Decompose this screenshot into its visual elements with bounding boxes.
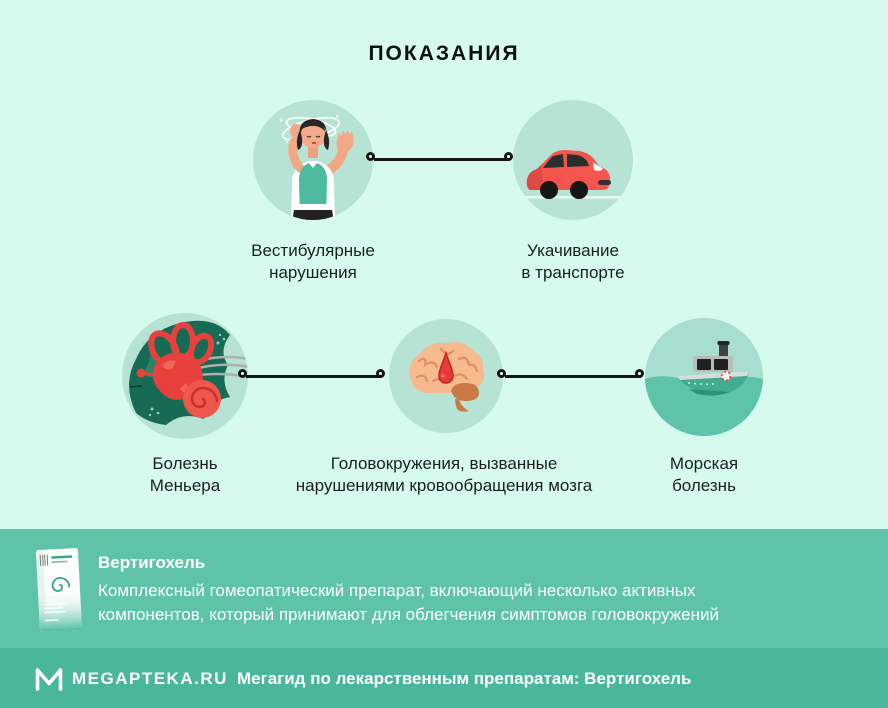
car-icon: [513, 100, 633, 220]
indication-label-circulation: Головокружения, вызванные нарушениями кр…: [295, 454, 593, 495]
indication-label-vestibular: Вестибулярные нарушения: [251, 241, 375, 282]
connector-node: [366, 152, 375, 161]
connector-line: [246, 375, 382, 378]
brain-icon: [389, 319, 503, 433]
indication-label-seasickness: Морская болезнь: [669, 454, 739, 495]
connector-node: [635, 369, 644, 378]
indication-figure-seasickness: [645, 318, 763, 436]
product-name: Вертигохель: [98, 553, 206, 572]
connector-node: [497, 369, 506, 378]
indication-figure-circulation: [389, 319, 503, 433]
indication-figure-vestibular: [253, 100, 373, 220]
product-band: Вертигохель Комплексный гомеопатический …: [0, 529, 888, 648]
dizzy-woman-icon: [253, 100, 373, 220]
connector-node: [238, 369, 247, 378]
connector-node: [376, 369, 385, 378]
indication-label-meniere: Болезнь Меньера: [149, 454, 221, 495]
connector-line: [505, 375, 641, 378]
indication-label-transport: Укачивание в транспорте: [521, 241, 625, 282]
ship-icon: [645, 318, 763, 436]
indication-figure-transport: [513, 100, 633, 220]
inner-ear-icon: [122, 313, 248, 439]
medicine-box-icon: [30, 545, 88, 640]
brand-name: MEGAPTEKA.RU: [72, 669, 228, 688]
indication-figure-meniere: [122, 313, 248, 439]
connector-node: [504, 152, 513, 161]
page-title: ПОКАЗАНИЯ: [368, 42, 520, 65]
footer-caption: Мегагид по лекарственным препаратам: Вер…: [237, 669, 692, 688]
connector-line: [374, 158, 510, 161]
footer-bar: MEGAPTEKA.RU Мегагид по лекарственным пр…: [0, 648, 888, 708]
product-description: Комплексный гомеопатический препарат, вк…: [98, 581, 720, 624]
megapteka-m-icon: [32, 661, 66, 700]
